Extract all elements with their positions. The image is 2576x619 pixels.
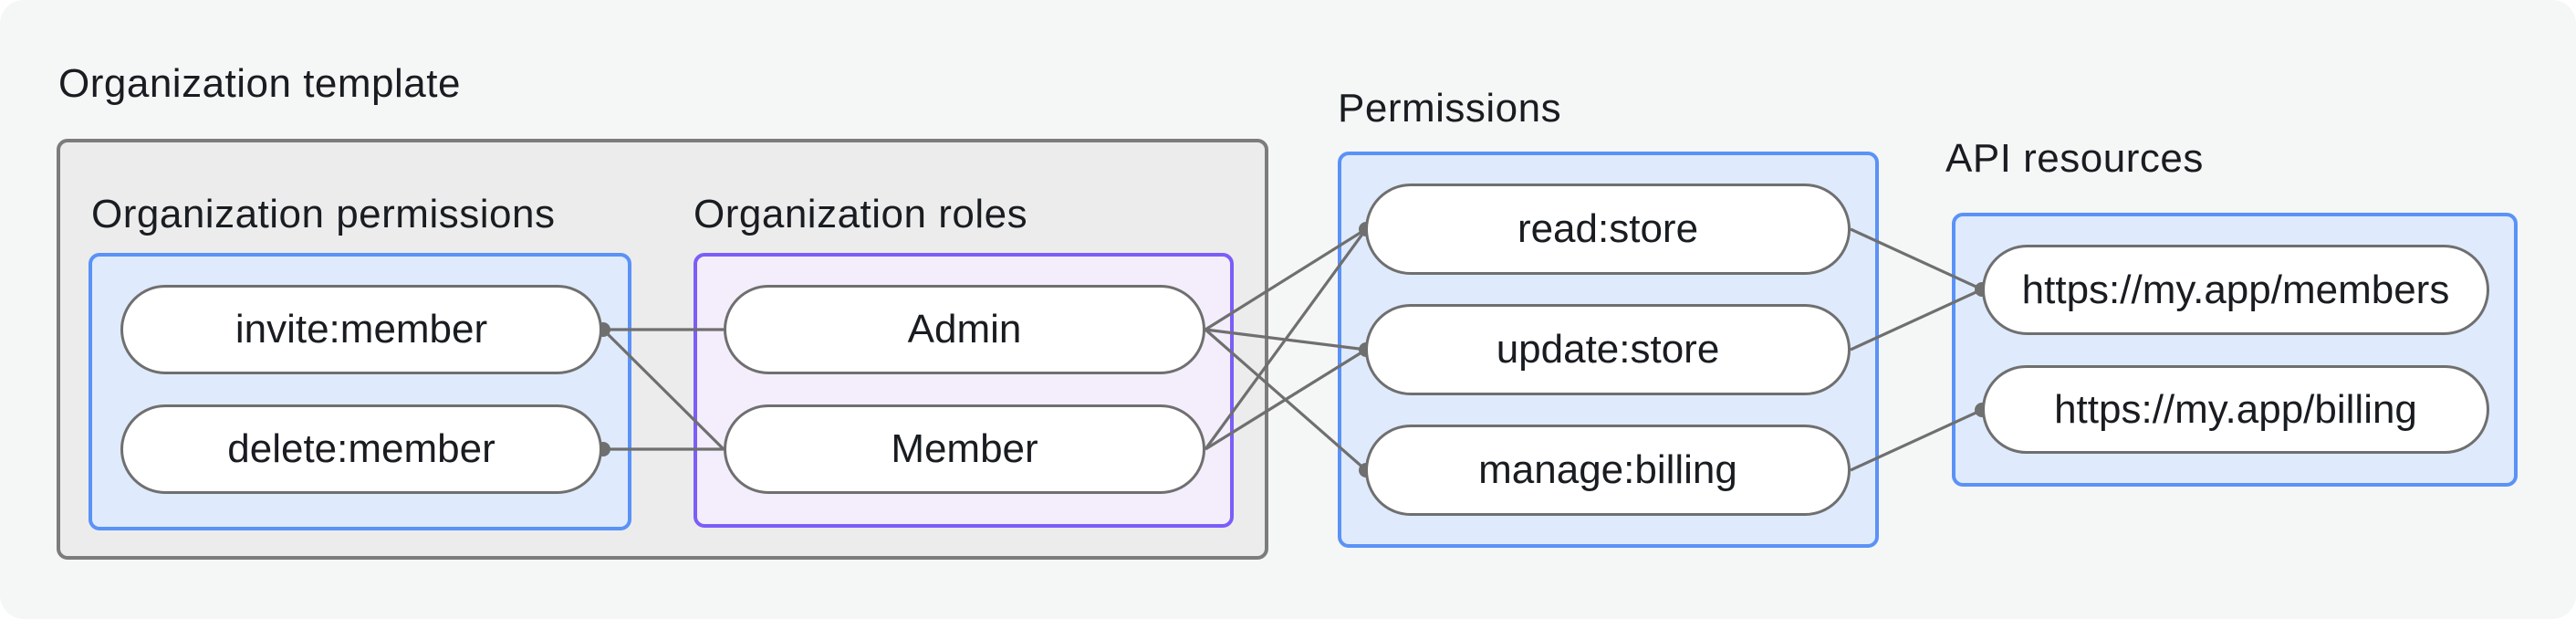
api-resources-label: API resources <box>1945 136 2204 181</box>
organization-roles-pills: Admin Member <box>694 253 1234 528</box>
api-resource-node-billing: https://my.app/billing <box>1982 365 2489 454</box>
role-node-admin: Admin <box>724 285 1205 374</box>
api-resources-pills: https://my.app/members https://my.app/bi… <box>1952 213 2518 487</box>
permissions-pills: read:store update:store manage:billing <box>1338 152 1879 548</box>
organization-template-label: Organization template <box>58 61 461 106</box>
organization-permissions-pills: invite:member delete:member <box>89 253 631 530</box>
role-node-member: Member <box>724 404 1205 494</box>
api-resource-node-members: https://my.app/members <box>1982 245 2489 335</box>
permission-node-delete-member: delete:member <box>120 404 602 494</box>
permission-node-invite-member: invite:member <box>120 285 602 374</box>
permission-node-update-store: update:store <box>1365 304 1851 395</box>
permissions-label: Permissions <box>1338 86 1562 131</box>
organization-roles-label: Organization roles <box>694 192 1028 236</box>
organization-permissions-label: Organization permissions <box>91 192 556 236</box>
permission-node-read-store: read:store <box>1365 184 1851 275</box>
permission-node-manage-billing: manage:billing <box>1365 425 1851 516</box>
